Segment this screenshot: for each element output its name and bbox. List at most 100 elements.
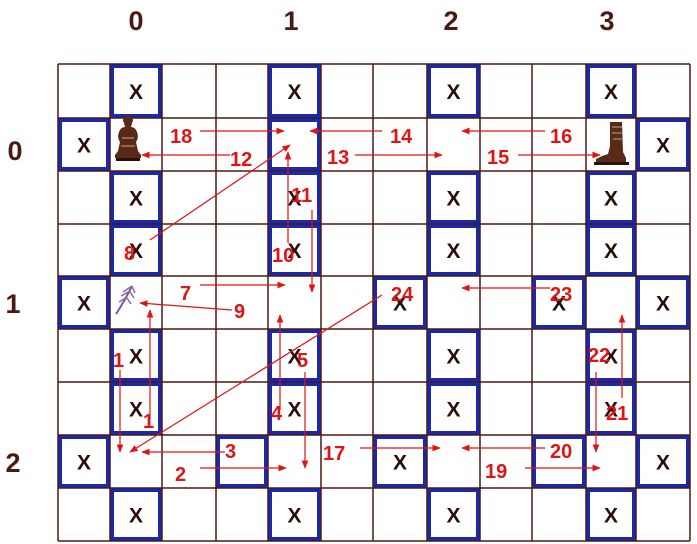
arrow-layer — [116, 127, 626, 472]
wall-cell — [58, 118, 110, 171]
wall-cell — [110, 382, 162, 435]
move-label: 12 — [230, 149, 252, 171]
quill-icon — [115, 285, 136, 315]
row-header: 1 — [5, 289, 20, 319]
move-label: 1 — [113, 350, 124, 372]
chess-piece-icon — [115, 115, 141, 161]
column-header: 3 — [599, 6, 614, 36]
wall-cell — [427, 64, 480, 118]
blocked-mark: X — [446, 505, 460, 528]
wall-cell — [110, 329, 162, 382]
move-arrow — [149, 144, 291, 241]
move-label: 10 — [272, 245, 294, 267]
wall-cell — [268, 488, 321, 541]
wall-cell — [427, 329, 480, 382]
wall-cell — [586, 64, 636, 118]
blocked-mark: X — [287, 399, 301, 422]
wall-cell — [586, 329, 636, 382]
wall-cell — [586, 382, 636, 435]
blocked-mark: X — [129, 399, 143, 422]
wall-cell — [58, 435, 110, 488]
wall-cell — [586, 224, 636, 276]
column-header: 2 — [443, 6, 458, 36]
move-label: 19 — [485, 461, 507, 483]
blocked-mark: X — [287, 81, 301, 104]
blocked-mark: X — [393, 452, 407, 475]
column-header: 1 — [283, 6, 298, 36]
blocked-mark: X — [129, 346, 143, 369]
blocked-mark: X — [446, 81, 460, 104]
blocked-mark: X — [77, 135, 91, 158]
wall-cell — [110, 488, 162, 541]
wall-cell — [373, 276, 427, 329]
blocked-mark: X — [604, 399, 618, 422]
move-label: 23 — [550, 284, 572, 306]
wall-cell — [636, 118, 690, 171]
move-label: 4 — [271, 403, 283, 425]
wall-cell — [110, 224, 162, 276]
blocked-mark: X — [604, 240, 618, 263]
blocked-mark: X — [656, 135, 670, 158]
blocked-mark: X — [604, 346, 618, 369]
blocked-mark: X — [446, 240, 460, 263]
move-label: 2 — [175, 464, 186, 486]
blocked-mark: X — [287, 505, 301, 528]
blocked-mark: X — [77, 293, 91, 316]
wall-cell — [268, 382, 321, 435]
column-header: 0 — [128, 6, 143, 36]
move-label: 11 — [291, 185, 312, 207]
move-label: 1 — [143, 411, 154, 433]
wall-cell — [636, 435, 690, 488]
blocked-mark: X — [287, 240, 301, 263]
blocked-mark: X — [656, 293, 670, 316]
wall-cell — [532, 435, 586, 488]
wall-cell — [427, 488, 480, 541]
wall-cell — [427, 171, 480, 224]
wall-cell — [427, 224, 480, 276]
blocked-mark: X — [446, 188, 460, 211]
wall-cell — [586, 171, 636, 224]
move-label: 15 — [487, 147, 509, 169]
blocked-mark: X — [552, 293, 566, 316]
move-arrow — [139, 300, 233, 311]
move-label: 22 — [588, 345, 610, 367]
wall-cell — [373, 435, 427, 488]
blocked-mark: X — [604, 81, 618, 104]
wall-cell — [532, 276, 586, 329]
move-label: 17 — [323, 443, 345, 465]
wall-cell — [427, 382, 480, 435]
move-label: 24 — [391, 284, 414, 306]
blocked-mark: X — [656, 452, 670, 475]
blocked-mark: X — [129, 81, 143, 104]
move-label: 3 — [225, 441, 236, 463]
move-label: 8 — [124, 243, 135, 265]
blocked-mark: X — [446, 346, 460, 369]
blocked-mark: X — [287, 188, 301, 211]
wall-cell — [110, 64, 162, 118]
blocked-mark: X — [604, 505, 618, 528]
blocked-mark: X — [446, 399, 460, 422]
wall-cell — [268, 171, 321, 224]
boot-icon — [594, 122, 629, 165]
wall-cell — [268, 224, 321, 276]
wall-cell — [58, 276, 110, 329]
blocked-mark: X — [129, 188, 143, 211]
move-label: 21 — [606, 403, 628, 425]
wall-cell — [636, 276, 690, 329]
move-label: 14 — [390, 126, 413, 148]
blocked-mark: X — [393, 293, 407, 316]
blocked-mark: X — [77, 452, 91, 475]
row-header: 0 — [7, 136, 22, 166]
wall-cell — [268, 329, 321, 382]
wall-cell — [268, 118, 321, 171]
move-label: 5 — [297, 350, 308, 372]
move-label: 9 — [234, 301, 245, 323]
move-arrow — [129, 294, 383, 453]
grid-layer — [57, 63, 691, 542]
blocked-mark: X — [129, 505, 143, 528]
move-label: 20 — [550, 441, 572, 463]
move-label: 18 — [170, 126, 192, 148]
wall-cell — [216, 435, 268, 488]
move-label: 7 — [180, 283, 191, 305]
